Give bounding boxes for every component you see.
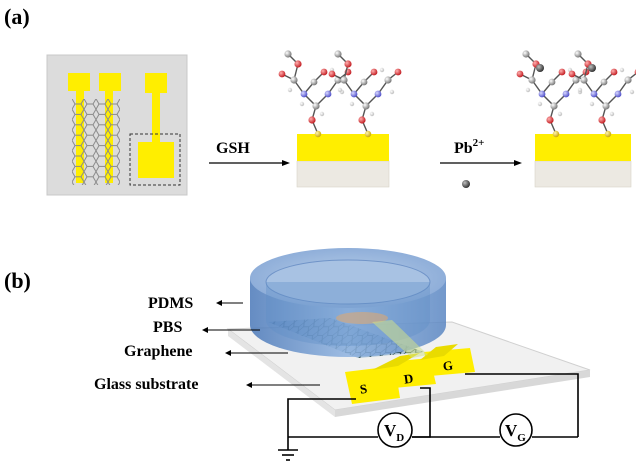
electrodes <box>345 344 475 404</box>
panel-a-label: (a) <box>4 4 30 29</box>
source-letter: S <box>359 381 368 397</box>
gate-highlight-box <box>129 133 181 186</box>
pdms-well <box>250 248 446 358</box>
electrode-gsh <box>277 49 403 188</box>
gate-letter: G <box>442 358 454 374</box>
layer-label-graphene: Graphene <box>124 343 192 360</box>
layer-label-glass: Glass substrate <box>94 376 198 393</box>
electrode-pb <box>515 49 636 188</box>
layer-label-pbs: PBS <box>153 319 182 336</box>
layer-label-pdms: PDMS <box>148 295 193 312</box>
panel-b-label: (b) <box>4 268 31 293</box>
drain-letter: D <box>403 371 414 387</box>
drain-voltmeter-label: VD <box>384 421 404 444</box>
drain-voltmeter <box>377 412 413 448</box>
chip-layout <box>46 54 188 196</box>
pb-label: Pb2+ <box>454 137 484 157</box>
gate-voltmeter-label: VG <box>505 421 526 444</box>
gsh-label: GSH <box>216 140 250 157</box>
pb-ion <box>462 180 470 188</box>
graphene-channel <box>72 99 120 185</box>
measurement-circuit: VD VG <box>278 373 579 461</box>
gate-voltmeter <box>499 413 533 447</box>
